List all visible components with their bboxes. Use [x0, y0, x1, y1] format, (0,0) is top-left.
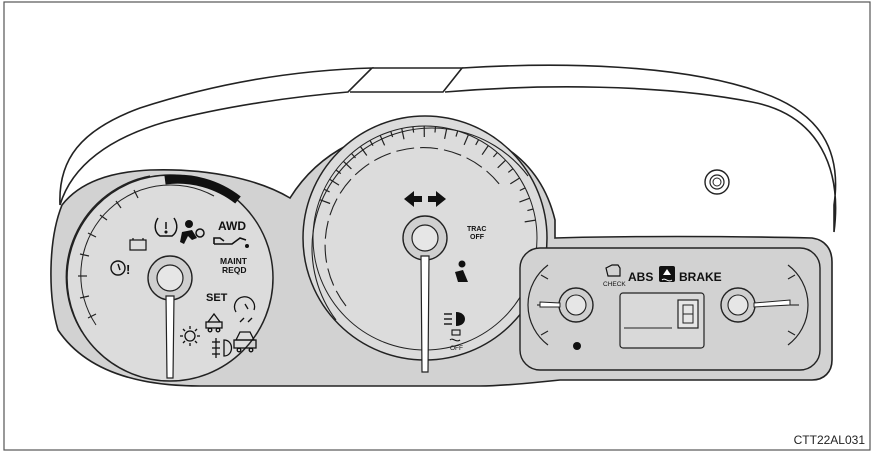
- trac-off-label-line2: OFF: [470, 234, 485, 241]
- warning-exclaim: !: [126, 262, 130, 277]
- indicator-dot: [573, 342, 581, 350]
- abs-label: ABS: [628, 270, 653, 284]
- image-code: CTT22AL031: [794, 433, 865, 447]
- center-gauge-needle: [421, 256, 429, 372]
- trac-off-label-line1: TRAC: [467, 226, 486, 233]
- reqd-label: REQD: [222, 265, 247, 275]
- center-gauge-tick: [413, 127, 414, 133]
- trip-reset-knob[interactable]: [705, 170, 729, 194]
- awd-label: AWD: [218, 219, 246, 233]
- temp-gauge-needle: [540, 302, 560, 307]
- center-gauge-tick: [435, 127, 436, 133]
- left-gauge: AWD MAINT REQD SET !: [66, 175, 273, 381]
- brake-label: BRAKE: [679, 270, 722, 284]
- left-gauge-needle: [166, 296, 174, 378]
- check-label: CHECK: [603, 281, 626, 288]
- vsc-off-label: OFF: [450, 345, 463, 352]
- right-module: CHECK ABS BRAKE: [520, 248, 820, 370]
- set-label: SET: [206, 292, 228, 304]
- skid-control-icon: [659, 266, 675, 282]
